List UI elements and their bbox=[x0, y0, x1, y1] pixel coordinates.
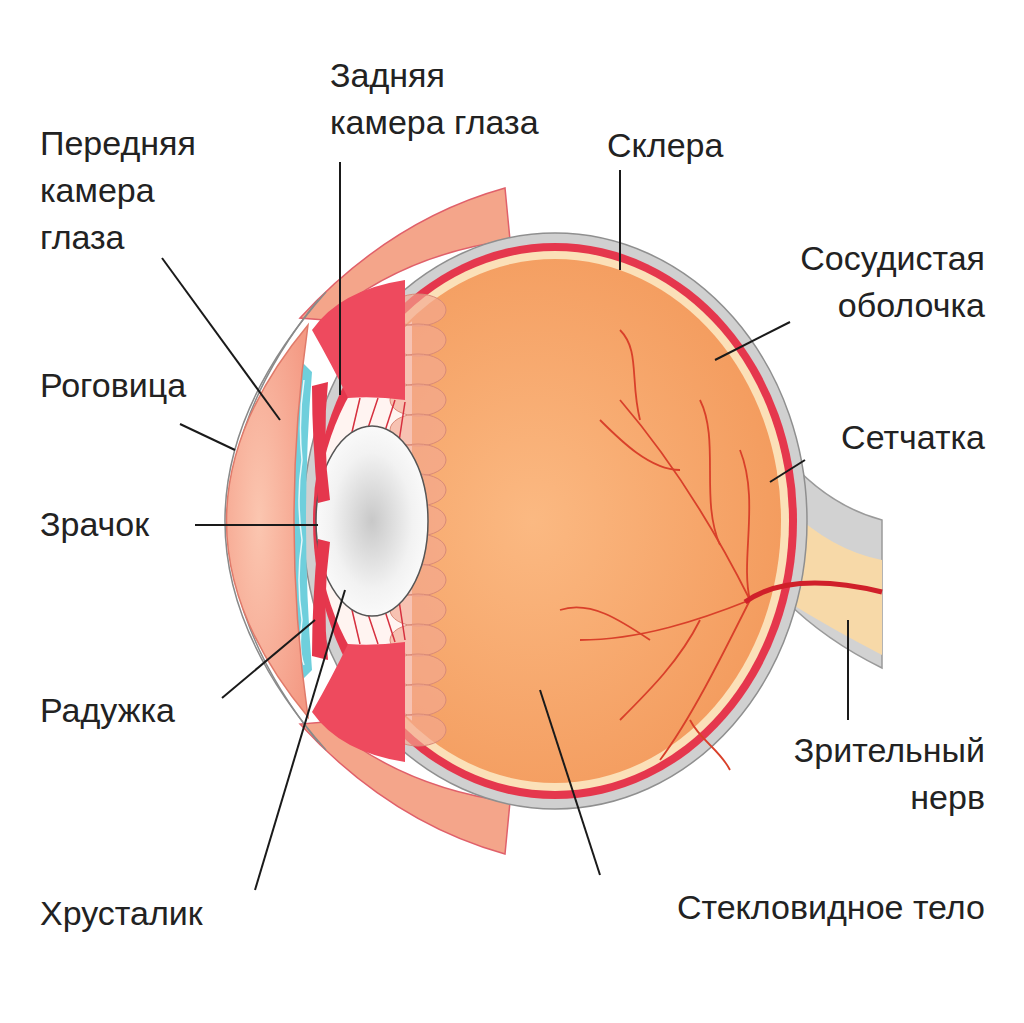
sclera bbox=[303, 233, 807, 809]
blood-vessel bbox=[660, 600, 750, 760]
iris bbox=[312, 539, 330, 660]
blood-vessel bbox=[690, 720, 730, 770]
part-label: Сетчатка bbox=[841, 414, 985, 461]
cornea bbox=[227, 325, 309, 717]
anterior-chamber bbox=[299, 380, 304, 665]
blood-vessel bbox=[560, 330, 750, 770]
leader-line bbox=[222, 620, 315, 698]
zonule-fiber bbox=[352, 398, 360, 432]
central-vessel bbox=[745, 583, 882, 602]
central-vessel bbox=[745, 583, 882, 602]
part-label: Роговица bbox=[40, 362, 186, 409]
blood-vessel bbox=[560, 607, 650, 640]
blood-vessel bbox=[600, 420, 680, 470]
retina bbox=[405, 251, 789, 791]
vitreous-body bbox=[405, 259, 781, 783]
leader-line bbox=[339, 162, 341, 395]
leader-line bbox=[180, 424, 235, 450]
part-label: Зрительный нерв bbox=[794, 727, 985, 821]
part-label: Задняя камера глаза bbox=[330, 52, 552, 146]
blood-vessel bbox=[620, 620, 700, 720]
part-label: Сосудистая оболочка bbox=[800, 235, 985, 329]
sclera bbox=[303, 233, 807, 809]
ciliary-body bbox=[312, 642, 405, 762]
part-label: Стекловидное тело bbox=[677, 884, 985, 931]
blood-vessel bbox=[580, 600, 750, 640]
blood-vessel bbox=[620, 400, 750, 600]
ciliary-body bbox=[312, 280, 405, 400]
leader-line bbox=[715, 322, 790, 360]
blood-vessel bbox=[620, 330, 640, 420]
blood-vessel bbox=[740, 450, 750, 600]
lens bbox=[316, 426, 428, 616]
leader-line bbox=[540, 690, 600, 875]
choroid bbox=[313, 243, 797, 799]
leader-line bbox=[619, 170, 621, 270]
lens bbox=[316, 426, 428, 616]
part-label: Зрачок bbox=[40, 501, 149, 548]
part-label: Передняя камера глаза bbox=[40, 120, 220, 261]
zonule-fiber bbox=[368, 398, 378, 428]
iris bbox=[312, 382, 330, 503]
leader-line bbox=[162, 162, 848, 890]
iris bbox=[312, 382, 330, 660]
zonule-fiber bbox=[368, 614, 378, 644]
leader-line bbox=[847, 620, 849, 720]
blood-vessel bbox=[700, 400, 720, 545]
leader-line bbox=[770, 460, 805, 482]
zonule-fiber bbox=[352, 610, 360, 644]
part-label: Хрусталик bbox=[40, 890, 203, 937]
vitreous-body bbox=[405, 259, 781, 783]
leader-line bbox=[195, 524, 318, 526]
part-label: Радужка bbox=[40, 687, 175, 734]
choroid bbox=[313, 243, 797, 799]
cornea bbox=[227, 325, 309, 717]
retina bbox=[405, 251, 789, 791]
part-label: Склера bbox=[607, 122, 723, 169]
leader-line bbox=[255, 590, 345, 890]
